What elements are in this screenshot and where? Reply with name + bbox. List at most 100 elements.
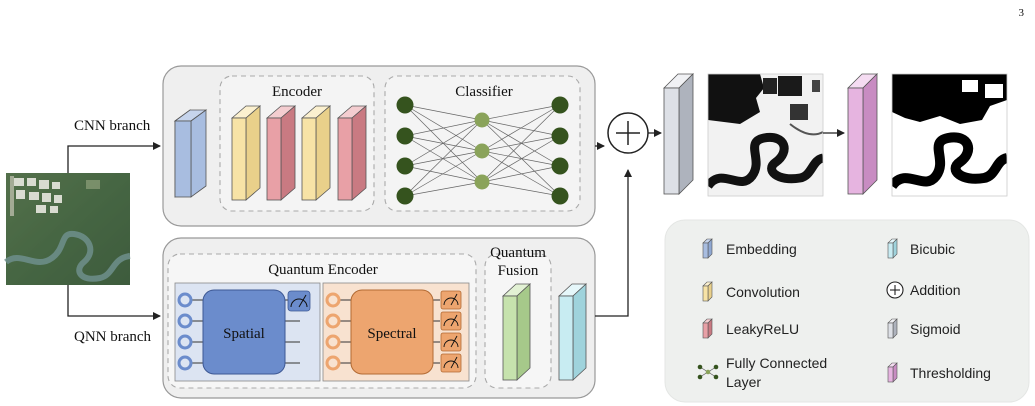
legend-addition-icon	[886, 281, 904, 299]
legend-embedding-label: Embedding	[726, 241, 797, 257]
encoder-conv-block-2	[300, 105, 332, 201]
spatial-block	[202, 289, 286, 375]
measurement-icon	[440, 353, 462, 373]
qubit-ring	[177, 313, 193, 329]
legend-bicubic-swatch	[887, 238, 898, 259]
qnn-branch-label: QNN branch	[74, 329, 152, 345]
classifier-title: Classifier	[455, 84, 513, 100]
spectral-block	[350, 289, 434, 375]
legend-fully-connected-label-line2: Layer	[726, 374, 761, 390]
fc-edge	[481, 150, 561, 167]
measurement-icon	[440, 332, 462, 352]
measurement-arc	[443, 360, 459, 369]
qubit-ring	[177, 355, 193, 371]
hidden-node	[474, 174, 490, 190]
probability-mask-image	[708, 74, 823, 196]
legend-panel	[664, 219, 1030, 403]
page-number: 3	[1019, 7, 1025, 19]
measurement-needle	[450, 335, 458, 348]
fc-edge	[481, 119, 561, 167]
binary-mask-image	[892, 74, 1007, 196]
fc-edge	[404, 119, 483, 137]
legend-sigmoid-label: Sigmoid	[910, 321, 961, 337]
spectral-label: Spectral	[367, 326, 416, 342]
fc-edge	[481, 165, 561, 183]
fc-edge	[481, 181, 561, 197]
fc-edge	[404, 135, 483, 152]
hidden-node	[474, 112, 490, 128]
addition-symbol	[607, 112, 649, 154]
satellite-input-image	[4, 173, 131, 285]
fc-edge	[481, 104, 561, 152]
legend-thresholding-label: Thresholding	[910, 365, 991, 381]
legend-addition-label: Addition	[910, 282, 961, 298]
io-node	[551, 96, 569, 114]
measurement-arc	[443, 318, 459, 327]
legend-fully-connected-label-line1: Fully Connected	[726, 355, 827, 371]
qnn-branch-arrow	[67, 285, 161, 320]
qubit-ring	[325, 292, 341, 308]
hidden-node	[474, 143, 490, 159]
fc-edge	[404, 119, 483, 167]
cnn-branch-label: CNN branch	[74, 118, 151, 134]
fc-edge	[481, 119, 561, 197]
qubit-ring	[325, 355, 341, 371]
measurement-arc	[443, 339, 459, 348]
qubit-ring	[177, 334, 193, 350]
io-node	[396, 96, 414, 114]
quantum-encoder-title: Quantum Encoder	[268, 262, 378, 278]
measurement-needle	[450, 356, 458, 369]
io-node	[551, 127, 569, 145]
encoder-leakyrelu-block-1	[265, 105, 297, 201]
io-node	[396, 187, 414, 205]
spatial-qubit-wires	[177, 292, 300, 371]
quantum-fusion-title-line1: Quantum	[490, 245, 546, 261]
legend-fully-connected-icon	[697, 364, 719, 380]
qubit-ring	[325, 334, 341, 350]
legend-convolution-label: Convolution	[726, 284, 800, 300]
legend-convolution-swatch	[702, 281, 713, 302]
legend-embedding-swatch	[702, 238, 713, 259]
legend-thresholding-swatch	[887, 362, 898, 383]
fc-edge	[404, 119, 483, 197]
legend-bicubic-label: Bicubic	[910, 241, 955, 257]
io-node	[396, 127, 414, 145]
measurement-needle	[450, 314, 458, 327]
legend-leakyrelu-label: LeakyReLU	[726, 321, 799, 337]
classifier-box	[384, 75, 581, 212]
legend-leakyrelu-swatch	[702, 318, 713, 339]
cnn-branch-arrow	[67, 142, 161, 173]
fc-edge	[404, 104, 483, 121]
measurement-icon	[440, 311, 462, 331]
spatial-measurement-icon	[287, 290, 311, 312]
qubit-ring	[177, 292, 193, 308]
qnn-bicubic-block	[557, 283, 588, 381]
encoder-leakyrelu-block-2	[336, 105, 368, 201]
fc-edge	[404, 165, 483, 183]
fc-edge	[404, 150, 483, 167]
fully-connected-edges	[404, 104, 561, 197]
fc-edge	[404, 150, 483, 197]
encoder-title: Encoder	[272, 84, 322, 100]
measurement-icon	[440, 290, 462, 310]
fc-edge	[404, 181, 483, 197]
io-node	[396, 157, 414, 175]
io-node	[551, 187, 569, 205]
qnn-to-addition-arrow	[595, 169, 632, 317]
spectral-measurement-icons	[440, 290, 462, 373]
legend-sigmoid-swatch	[887, 318, 898, 339]
measurement-arc	[443, 297, 459, 306]
fc-edge	[481, 104, 561, 183]
fc-edge	[404, 135, 483, 183]
fc-edge	[481, 104, 561, 121]
measurement-needle	[450, 293, 458, 306]
thresholding-block	[847, 73, 878, 195]
qubit-ring	[325, 313, 341, 329]
fully-connected-nodes	[396, 96, 569, 205]
output-sigmoid-block	[663, 73, 694, 195]
quantum-fusion-block	[501, 283, 532, 381]
fc-edge	[481, 150, 561, 197]
io-node	[551, 157, 569, 175]
encoder-conv-block-1	[230, 105, 262, 201]
